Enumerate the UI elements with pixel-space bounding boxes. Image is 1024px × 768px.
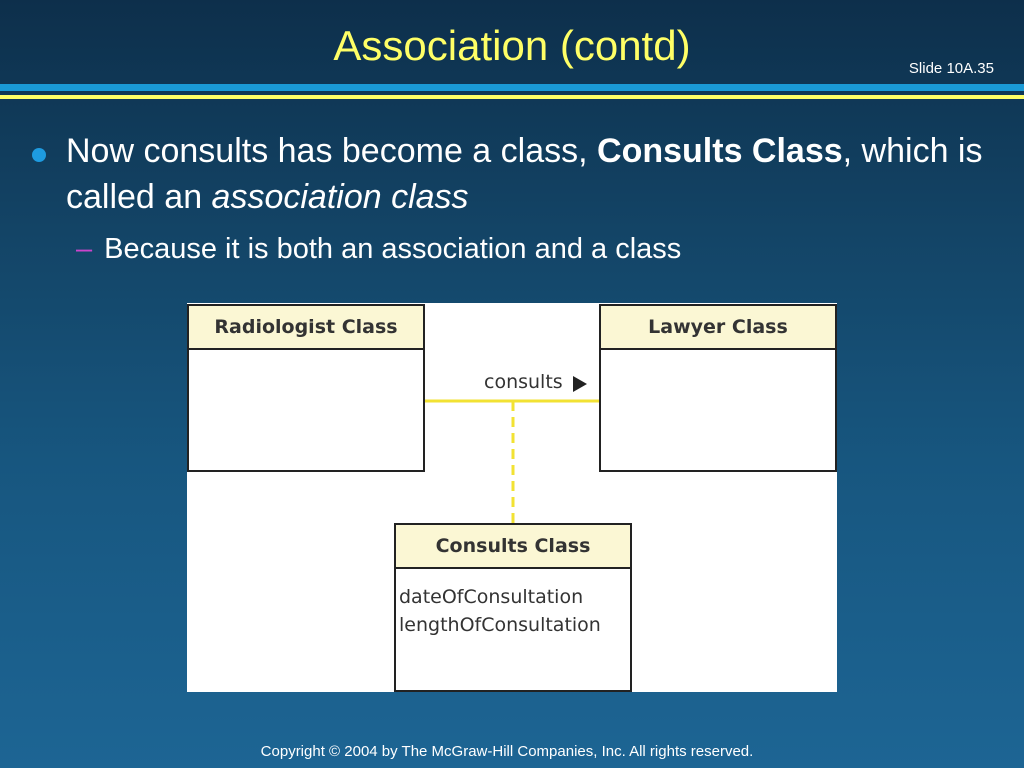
slide-footer: Copyright © 2004 by The McGraw-Hill Comp… xyxy=(260,743,754,760)
title-rule-blue xyxy=(0,84,1024,91)
slide-title: Association (contd) xyxy=(333,22,691,69)
bullet-main-bold: Consults Class xyxy=(597,132,843,170)
class-box-radiologist: Radiologist Class xyxy=(187,304,425,472)
class-name-consults: Consults Class xyxy=(396,525,630,569)
bullet-main-middle: , which is called an xyxy=(66,132,983,216)
sub-dash: – xyxy=(76,233,93,265)
bullet-main: Now consults has become a class, Consult… xyxy=(30,128,1000,220)
association-lines xyxy=(424,399,600,524)
bullet-main-text: Now consults has become a class, Consult… xyxy=(66,128,1000,220)
title-rule-yellow xyxy=(0,95,1024,99)
class-name-radiologist: Radiologist Class xyxy=(189,306,423,350)
class-box-lawyer: Lawyer Class xyxy=(599,304,837,472)
bullet-main-italic: association class xyxy=(211,178,469,216)
uml-diagram: Radiologist Class Lawyer Class consults … xyxy=(187,303,837,692)
class-attributes-consults: dateOfConsultation lengthOfConsultation xyxy=(396,569,630,639)
slide-number: Slide 10A.35 xyxy=(908,60,994,77)
class-box-consults: Consults Class dateOfConsultation length… xyxy=(394,523,632,692)
bullet-main-prefix: Now consults has become a class, xyxy=(66,132,598,170)
bullet-sub: –Because it is both an association and a… xyxy=(76,229,976,269)
bullet-dot-icon xyxy=(32,148,46,162)
attribute-length-of-consultation: lengthOfConsultation xyxy=(399,614,601,636)
association-direction-arrow-icon xyxy=(573,376,587,392)
bullet-sub-text: Because it is both an association and a … xyxy=(104,233,682,265)
association-label: consults xyxy=(484,371,563,393)
class-name-lawyer: Lawyer Class xyxy=(601,306,835,350)
attribute-date-of-consultation: dateOfConsultation xyxy=(399,586,584,608)
